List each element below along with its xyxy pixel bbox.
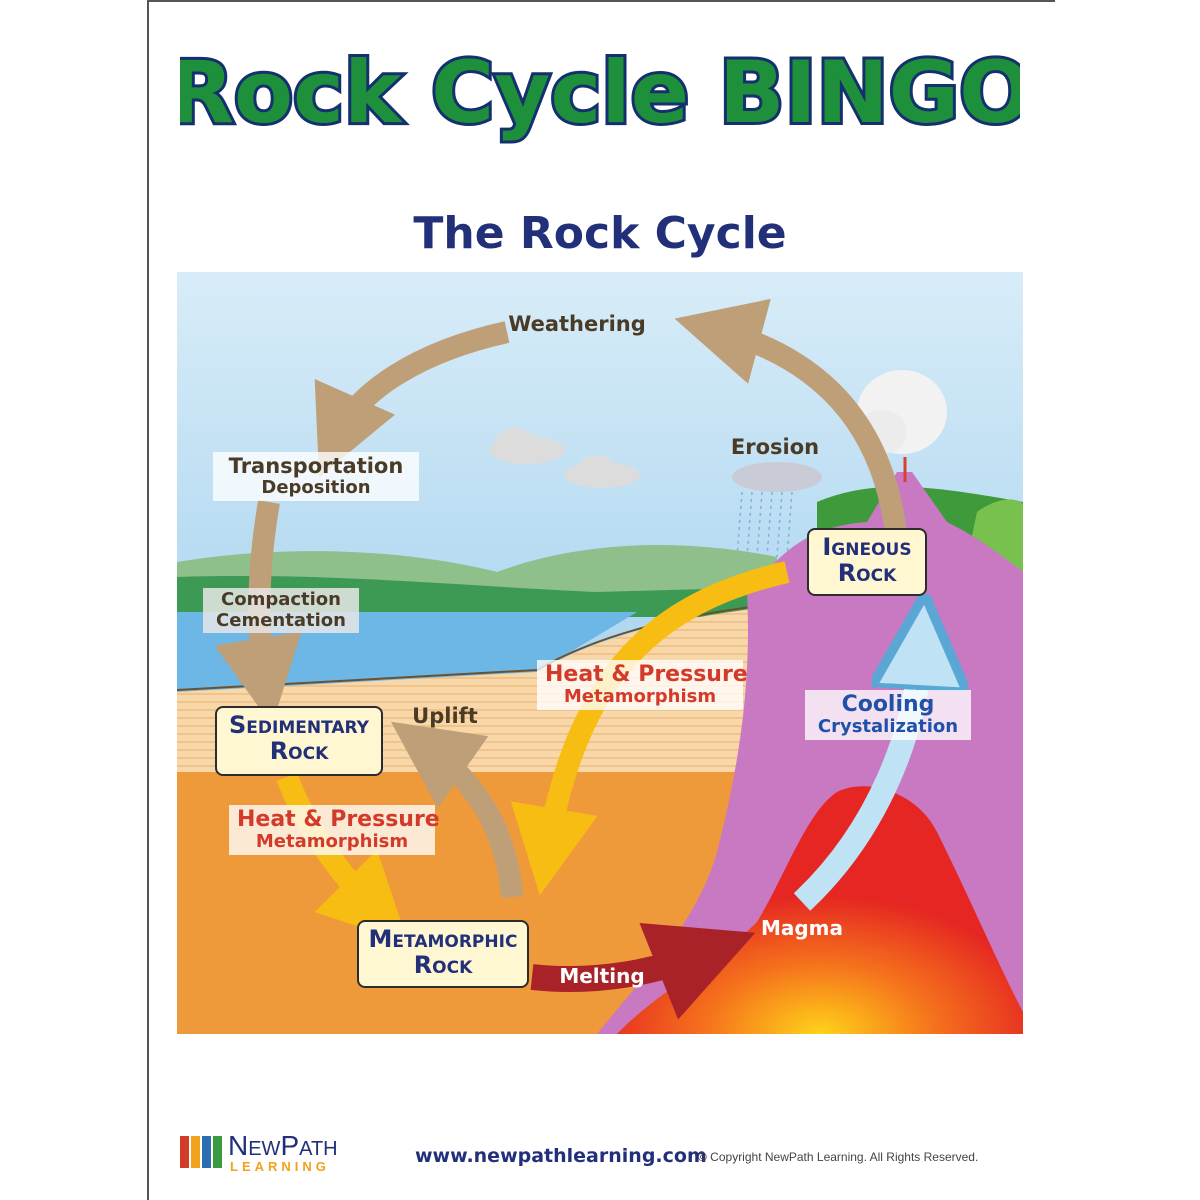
newpath-logo[interactable]: NewPath LEARNING [178, 1130, 378, 1175]
logo-text-top: NewPath [228, 1130, 338, 1161]
melting-arrow [530, 923, 756, 1020]
igneous-rock-box: Igneous Rock [807, 528, 927, 596]
igneous-rock-line1: Igneous [822, 533, 912, 561]
erosion-label: Erosion [730, 435, 820, 459]
page-title: The Rock Cycle [413, 208, 787, 259]
metamorphism-text-2: Metamorphism [255, 831, 409, 853]
compaction-cementation-label: Compaction Cementation [203, 588, 359, 634]
metamorphism-text-1: Metamorphism [563, 686, 717, 708]
bingo-title: Rock Cycle BINGO [0, 30, 1200, 150]
cooling-text: Cooling [841, 692, 935, 717]
cooling-arrow [793, 642, 922, 911]
logo-icon [180, 1136, 222, 1168]
cloud [489, 428, 640, 488]
weathering-label: Weathering [508, 312, 646, 336]
bingo-title-text: Rock Cycle BINGO [180, 43, 1020, 143]
rain-cloud [732, 462, 822, 558]
igneous-rock-line2: Rock [837, 559, 897, 588]
heat-pressure-label-1: Heat & Pressure Metamorphism [537, 660, 748, 710]
magma-label: Magma [760, 916, 844, 940]
metamorphic-rock-box: Metamorphic Rock [357, 920, 529, 988]
melting-label: Melting [559, 964, 645, 988]
cementation-text: Cementation [216, 609, 346, 631]
rock-cycle-diagram: Weathering Erosion Transportation Deposi… [177, 272, 1023, 1034]
uplift-arrow [390, 721, 523, 898]
sedimentary-rock-box: Sedimentary Rock [215, 706, 383, 776]
crystalization-text: Crystalization [817, 716, 959, 738]
erosion-to-weathering-arrow [674, 298, 908, 544]
sedimentary-rock-line1: Sedimentary [229, 711, 369, 739]
heat-pressure-text-2: Heat & Pressure [237, 807, 440, 832]
metamorphic-rock-line2: Rock [413, 951, 473, 980]
deposition-text: Deposition [261, 477, 371, 499]
compaction-text: Compaction [221, 589, 341, 610]
igneous-to-metamorphic-arrow [510, 561, 790, 896]
copyright-text: © Copyright NewPath Learning. All Rights… [698, 1150, 979, 1164]
cooling-label: Cooling Crystalization [805, 690, 971, 740]
logo-text-bottom: LEARNING [230, 1159, 330, 1174]
transportation-text: Transportation [228, 454, 404, 478]
heat-pressure-label-2: Heat & Pressure Metamorphism [229, 805, 440, 855]
eruption-cloud [857, 370, 947, 482]
heat-pressure-text-1: Heat & Pressure [545, 662, 748, 687]
uplift-label: Uplift [412, 704, 478, 728]
website-url[interactable]: www.newpathlearning.com [415, 1145, 707, 1167]
sedimentary-rock-line2: Rock [269, 737, 329, 766]
metamorphic-rock-line1: Metamorphic [368, 925, 518, 953]
transportation-deposition-label: Transportation Deposition [213, 452, 419, 501]
weathering-to-transport-arrow [314, 321, 510, 478]
